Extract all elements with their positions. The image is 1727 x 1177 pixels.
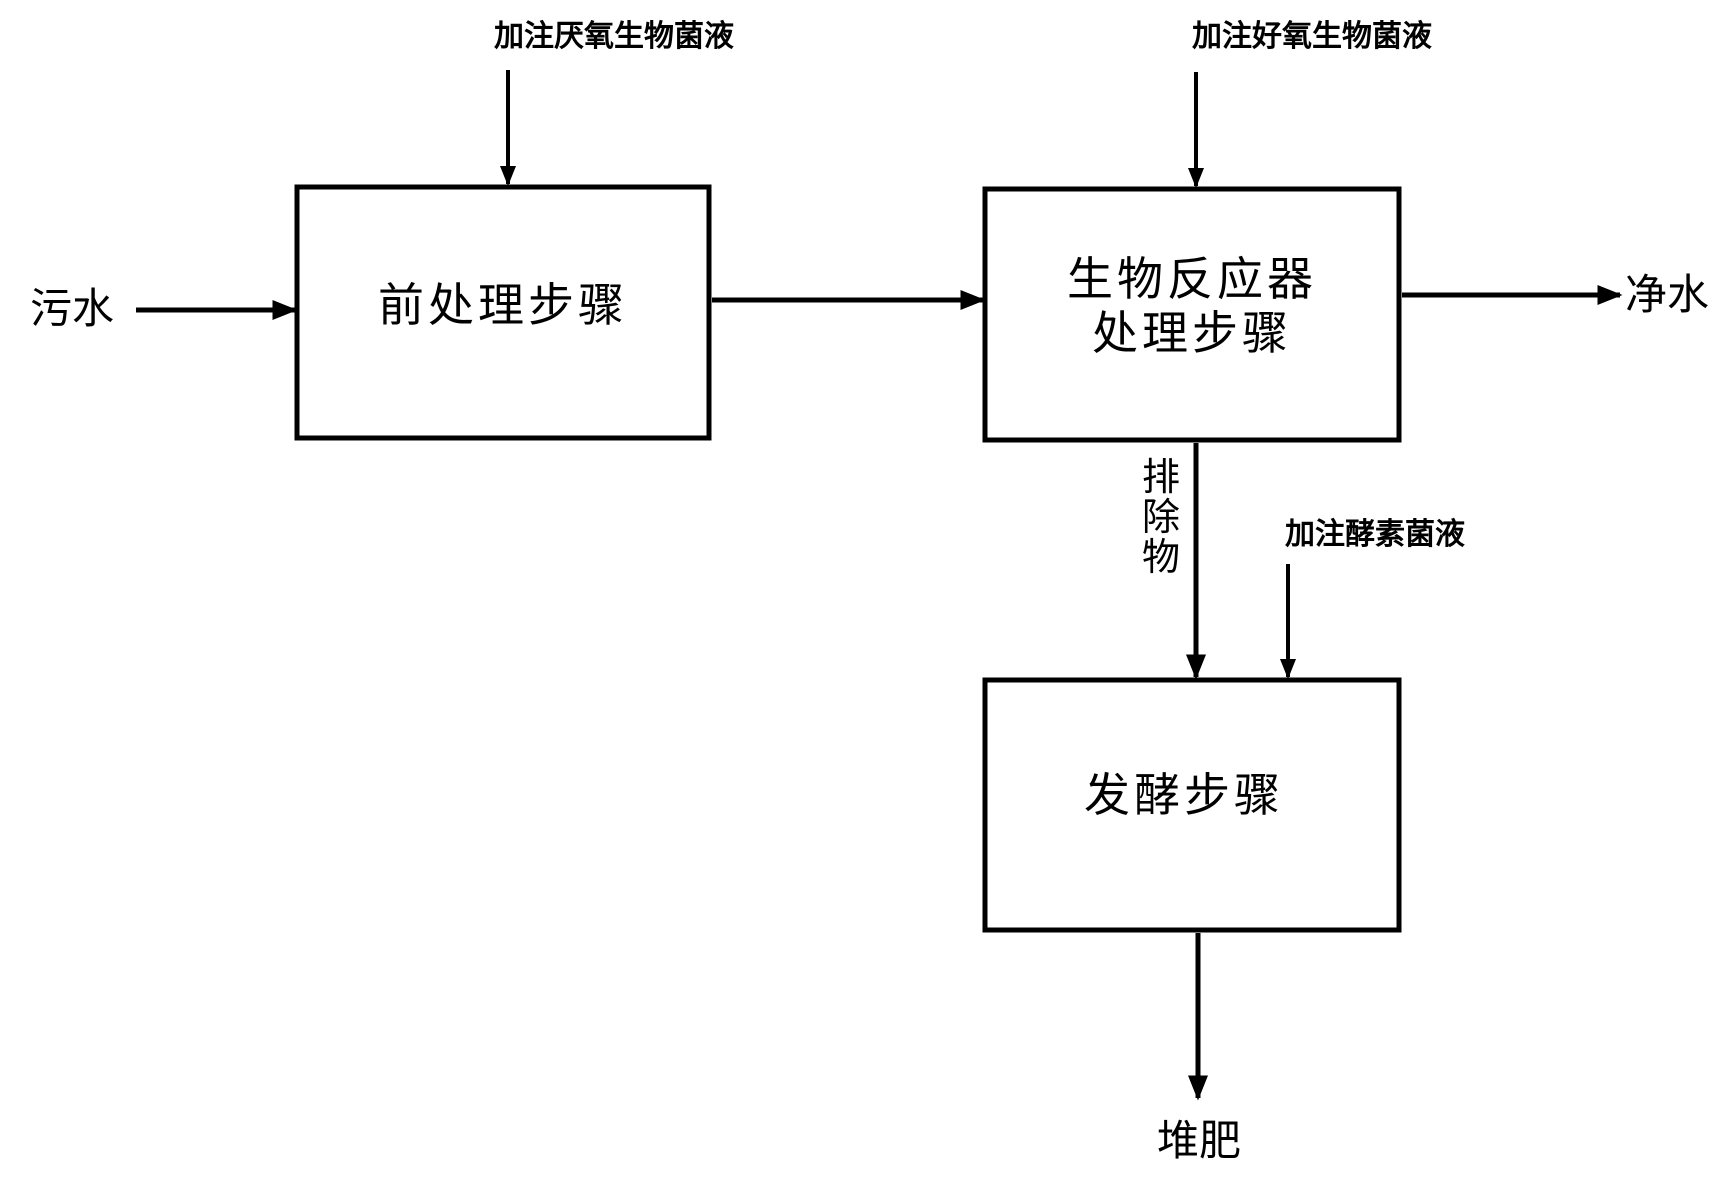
sewage-label: 污水: [30, 284, 115, 333]
pretreatment-step-title: 前处理步骤: [378, 278, 628, 332]
fermentation-step-title: 发酵步骤: [1084, 768, 1284, 822]
bioreactor-step-title-line2: 处理步骤: [1092, 306, 1292, 360]
discharge-label: 排除物: [1141, 455, 1180, 579]
aerobic-inoculant-label: 加注好氧生物菌液: [1192, 19, 1432, 54]
pretreatment-box: [294, 184, 712, 441]
fermentation-box: [982, 677, 1402, 933]
enzyme-inoculant-label: 加注酵素菌液: [1285, 517, 1465, 552]
bioreactor-box: [982, 186, 1402, 443]
compost-label: 堆肥: [1157, 1116, 1242, 1165]
clean-water-label: 净水: [1625, 270, 1710, 319]
anaerobic-inoculant-label: 加注厌氧生物菌液: [494, 19, 734, 54]
bioreactor-step-title-line1: 生物反应器: [1067, 252, 1317, 306]
